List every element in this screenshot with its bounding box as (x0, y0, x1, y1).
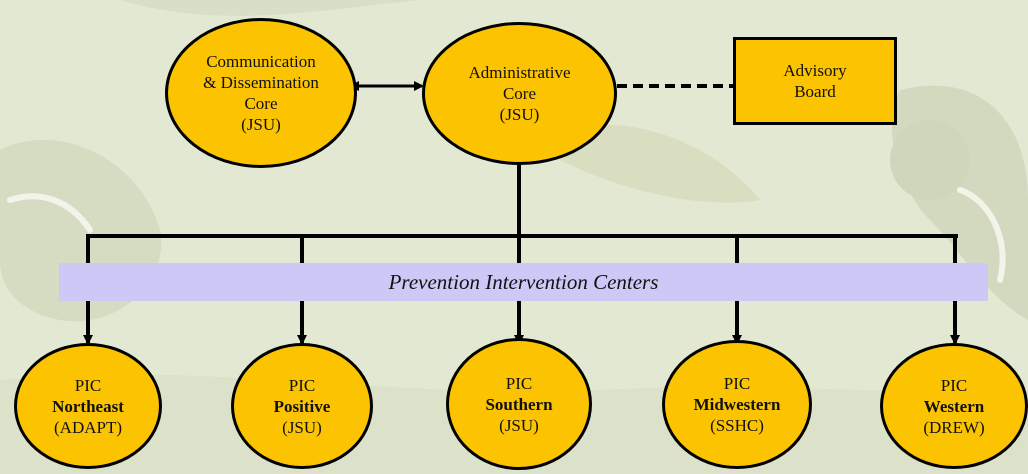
administrative-line-2: Core (502, 84, 537, 103)
pic-western-org: (DREW) (923, 417, 985, 437)
pic-northeast-line1: PIC (74, 375, 102, 395)
pic-positive-name: Positive (273, 396, 331, 416)
communication-line-2: & Dissemination (203, 73, 319, 92)
advisory-line-2: Board (794, 82, 836, 101)
pic-midwestern-name: Midwestern (693, 395, 781, 414)
pic-midwestern-line1: PIC (723, 374, 751, 393)
pic-southern-node: PIC Southern (JSU) (446, 338, 592, 470)
pic-positive-org: (JSU) (282, 417, 322, 437)
pic-northeast-org: (ADAPT) (54, 417, 122, 437)
pic-midwestern-node: PIC Midwestern (SSHC) (662, 340, 812, 469)
background-swirl-mid (560, 124, 760, 203)
pic-positive-line1: PIC (288, 375, 316, 395)
pic-midwestern-org: (SSHC) (710, 416, 764, 435)
advisory-board-node: Advisory Board (733, 37, 897, 125)
pic-western-line1: PIC (940, 375, 968, 395)
pic-southern-org: (JSU) (499, 415, 539, 435)
communication-line-3: Core (244, 94, 278, 113)
communication-line-1: Communication (206, 52, 316, 71)
communication-line-4: (JSU) (241, 115, 281, 134)
administrative-line-3: (JSU) (499, 105, 540, 124)
administrative-line-1: Administrative (468, 63, 571, 82)
pic-western-name: Western (923, 396, 985, 416)
background-dot (890, 120, 970, 200)
pic-southern-name: Southern (485, 394, 553, 414)
banner-label: Prevention Intervention Centers (388, 269, 659, 294)
background-stroke-left (7, 193, 93, 233)
background-stroke-right (957, 187, 1006, 283)
prevention-intervention-centers-banner: Prevention Intervention Centers (59, 263, 988, 301)
administrative-core-node: Administrative Core (JSU) (422, 22, 617, 165)
communication-dissemination-core-node: Communication & Dissemination Core (JSU) (165, 18, 357, 168)
advisory-line-1: Advisory (783, 61, 847, 80)
pic-positive-node: PIC Positive (JSU) (231, 343, 373, 469)
pic-northeast-name: Northeast (52, 396, 124, 416)
pic-northeast-node: PIC Northeast (ADAPT) (14, 343, 162, 469)
pic-southern-line1: PIC (505, 373, 533, 393)
background-swirl-top (120, 0, 420, 16)
pic-western-node: PIC Western (DREW) (880, 343, 1028, 469)
